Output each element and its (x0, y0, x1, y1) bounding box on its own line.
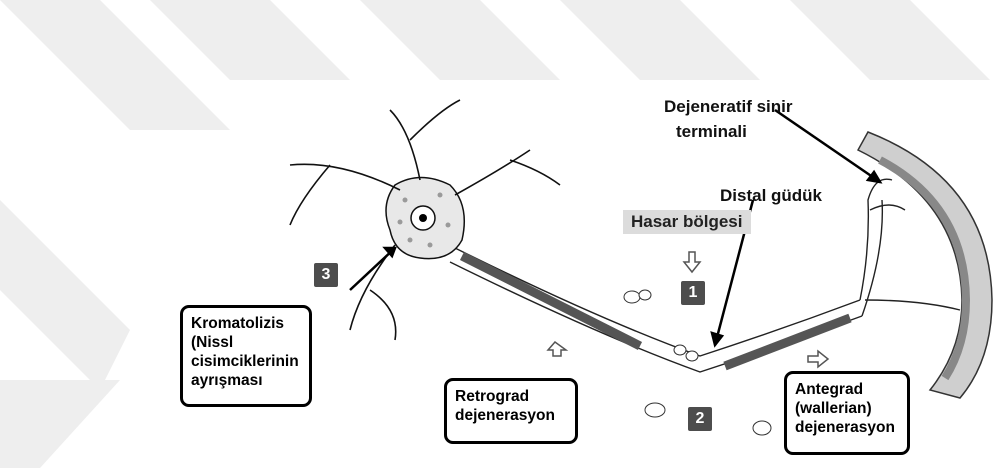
kromatolizis-line3: cisimciklerinin (191, 352, 301, 371)
kromatolizis-line2: (Nissl (191, 333, 301, 352)
badge-2: 2 (688, 407, 712, 431)
label-dejeneratif-line2: terminali (676, 122, 747, 142)
retrograd-line2: dejenerasyon (455, 406, 567, 425)
label-hasar-bolgesi: Hasar bölgesi (623, 210, 751, 234)
box-kromatolizis: Kromatolizis (Nissl cisimciklerinin ayrı… (180, 305, 312, 407)
label-dejeneratif-line1: Dejeneratif sinir (664, 97, 793, 117)
retrograd-line1: Retrograd (455, 387, 567, 406)
direction-arrows (548, 252, 828, 367)
badge-3: 3 (314, 263, 338, 287)
antegrad-line1: Antegrad (795, 380, 899, 399)
kromatolizis-line1: Kromatolizis (191, 314, 301, 333)
box-antegrad: Antegrad (wallerian) dejenerasyon (784, 371, 910, 455)
axon (450, 179, 960, 372)
badge-1: 1 (681, 281, 705, 305)
antegrad-line2: (wallerian) (795, 399, 899, 418)
antegrad-line3: dejenerasyon (795, 418, 899, 437)
kromatolizis-line4: ayrışması (191, 371, 301, 390)
target-muscle (858, 132, 992, 398)
label-distal-gudek: Distal güdük (720, 186, 822, 206)
box-retrograd: Retrograd dejenerasyon (444, 378, 578, 444)
